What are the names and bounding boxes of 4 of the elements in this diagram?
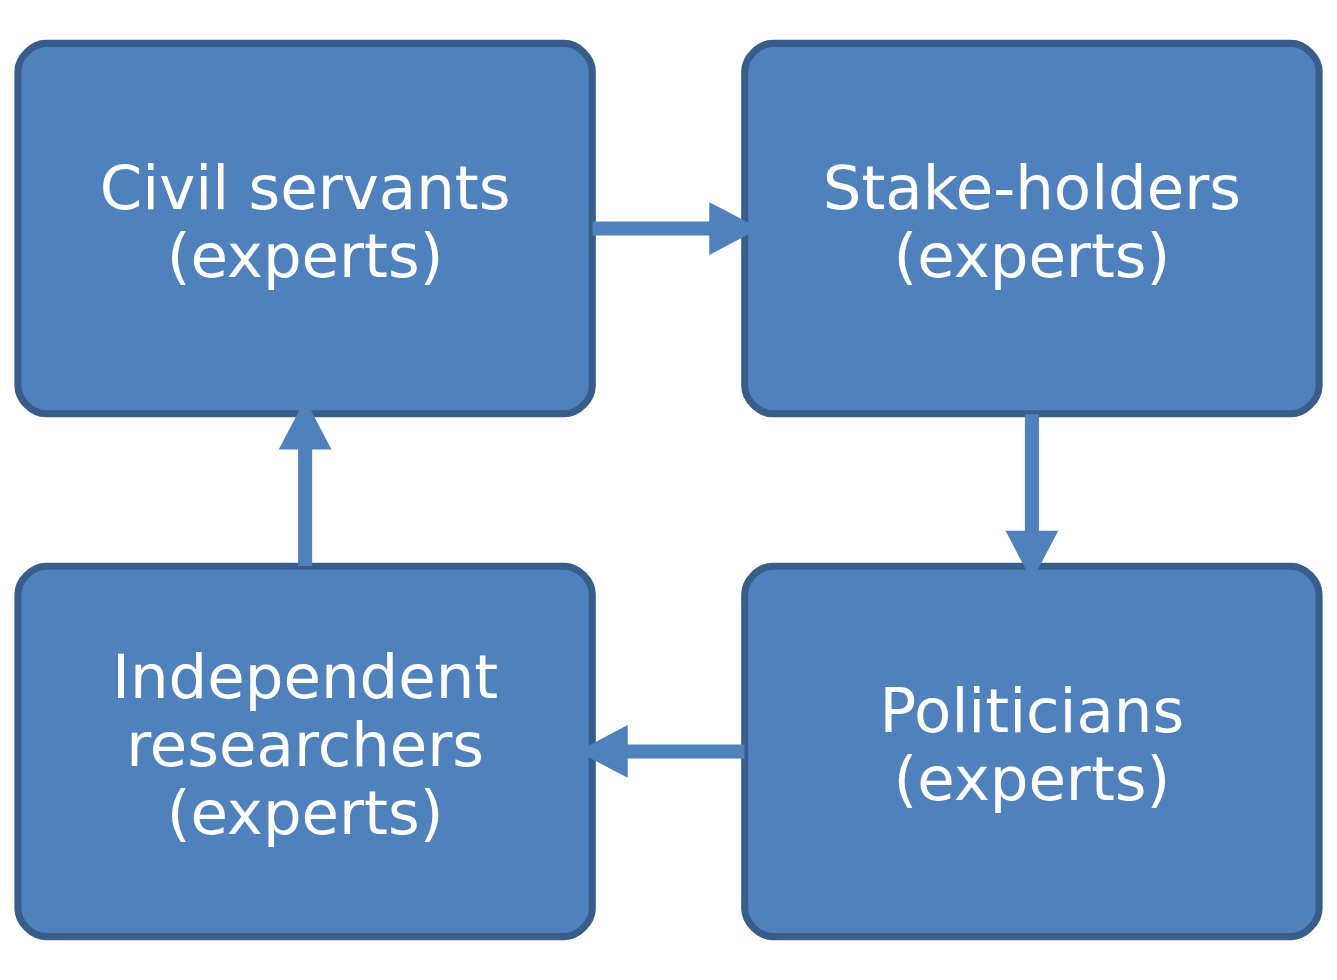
node-box: Politicians (experts) xyxy=(741,562,1323,941)
node-box: Civil servants (experts) xyxy=(14,39,596,418)
node-box: Stake-holders (experts) xyxy=(741,39,1323,418)
node-box: Independent researchers (experts) xyxy=(14,562,596,941)
